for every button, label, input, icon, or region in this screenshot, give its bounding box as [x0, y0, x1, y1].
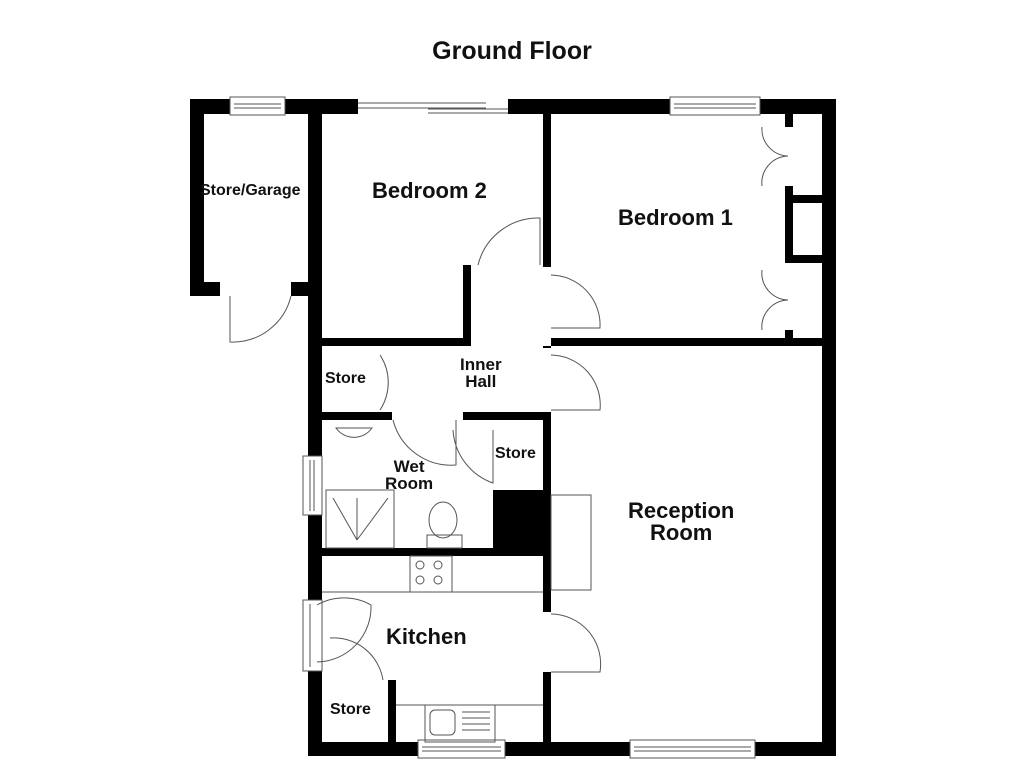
- room-label-store-wet: Store: [495, 445, 536, 462]
- floor-title: Ground Floor: [432, 37, 592, 65]
- room-label-store-hall: Store: [325, 370, 366, 387]
- room-label-store-kitchen: Store: [330, 701, 371, 718]
- room-label-bedroom-1: Bedroom 1: [618, 205, 733, 230]
- room-label-bedroom-2: Bedroom 2: [372, 178, 487, 203]
- fixtures: [229, 96, 789, 759]
- room-label-store-garage: Store/Garage: [200, 182, 301, 199]
- walls: [190, 99, 836, 756]
- room-label-kitchen: Kitchen: [386, 624, 467, 649]
